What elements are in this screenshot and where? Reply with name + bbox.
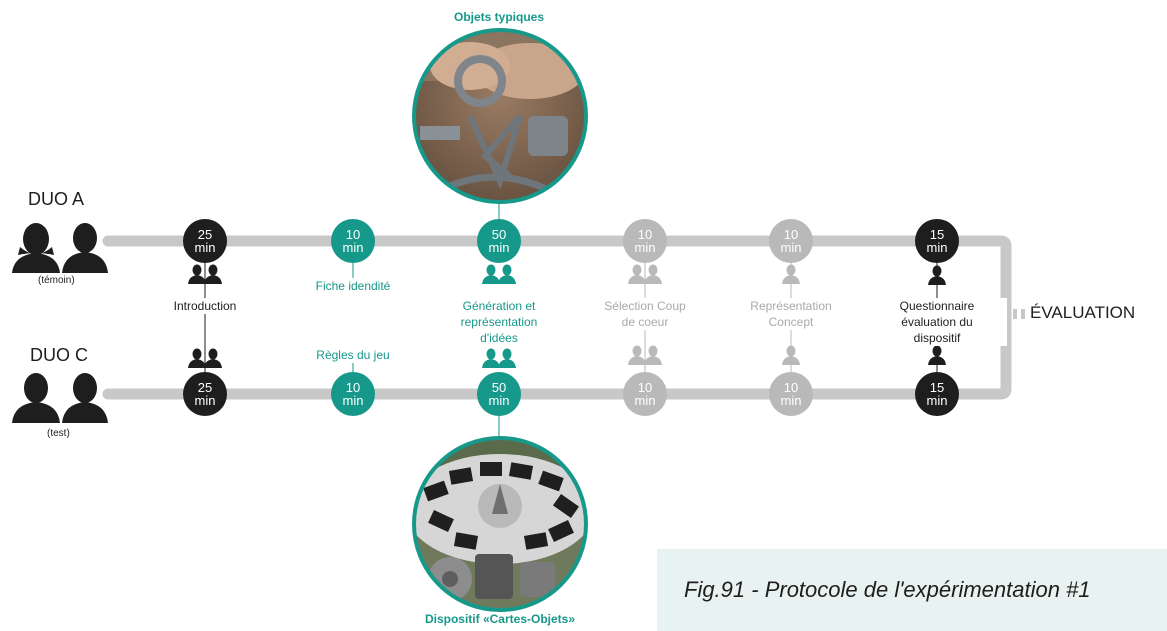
stage-minutes: 25 — [197, 380, 213, 395]
stage-label-line: de coeur — [621, 315, 669, 329]
duo-a-people-icon — [12, 223, 108, 273]
stage-unit: min — [926, 393, 948, 408]
stage-label-line: dispositif — [913, 331, 961, 345]
stage-label-line: Règles du jeu — [316, 348, 390, 362]
stage-label-line: Questionnaire — [899, 299, 975, 313]
stage-label-line: Concept — [768, 315, 814, 329]
stage-label-a-3: Génération et représentation d'idées — [429, 298, 569, 346]
stage-minutes: 10 — [345, 227, 361, 242]
stage-minutes: 10 — [783, 380, 799, 395]
stage-unit: min — [194, 393, 216, 408]
top-photo — [412, 28, 588, 204]
stage-label-line: représentation — [460, 315, 538, 329]
stage-label-c-2: Règles du jeu — [283, 347, 423, 363]
duo-c-people-icon — [12, 373, 108, 423]
duo-a-label: DUO A — [28, 189, 85, 209]
duo-a-sublabel: (témoin) — [38, 275, 75, 286]
stage-unit: min — [780, 240, 802, 255]
stage-label-line: Génération et — [462, 299, 536, 313]
figure-caption-box: Fig.91 - Protocole de l'expérimentation … — [657, 549, 1167, 631]
stage-minutes: 50 — [491, 227, 507, 242]
stage-minutes: 10 — [637, 380, 653, 395]
stage-label-line: Introduction — [173, 299, 237, 313]
duo-c-sublabel: (test) — [47, 428, 70, 439]
stage-label-a-6: Questionnaire évaluation du dispositif — [867, 298, 1007, 346]
stage-label-line: Fiche idendité — [315, 279, 391, 293]
stage-unit: min — [488, 393, 510, 408]
stage-minutes: 25 — [197, 227, 213, 242]
top-photo-title: Objets typiques — [453, 10, 545, 24]
stage-label-line: Sélection Coup — [604, 299, 686, 313]
stage-label-line: Représentation — [750, 299, 832, 313]
figure-caption: Fig.91 - Protocole de l'expérimentation … — [684, 577, 1091, 602]
evaluation-label: ÉVALUATION — [1030, 303, 1136, 322]
stage-minutes: 15 — [929, 380, 945, 395]
stage-minutes: 10 — [637, 227, 653, 242]
stage-minutes: 10 — [345, 380, 361, 395]
stage-unit: min — [780, 393, 802, 408]
stage-unit: min — [488, 240, 510, 255]
stage-unit: min — [342, 240, 364, 255]
stage-unit: min — [926, 240, 948, 255]
stage-label-a-1: Introduction — [135, 298, 275, 314]
stage-unit: min — [194, 240, 216, 255]
bottom-photo — [412, 436, 588, 612]
stage-minutes: 10 — [783, 227, 799, 242]
stage-label-line: d'idées — [480, 331, 518, 345]
stage-label-line: évaluation du — [901, 315, 973, 329]
stage-label-a-4: Sélection Coup de coeur — [575, 298, 715, 330]
stage-unit: min — [342, 393, 364, 408]
bottom-photo-title: Dispositif «Cartes-Objets» — [424, 612, 576, 626]
stage-minutes: 15 — [929, 227, 945, 242]
duo-c-label: DUO C — [30, 345, 88, 365]
stage-label-a-2: Fiche idendité — [283, 278, 423, 294]
stage-unit: min — [634, 240, 656, 255]
stage-minutes: 50 — [491, 380, 507, 395]
stage-unit: min — [634, 393, 656, 408]
